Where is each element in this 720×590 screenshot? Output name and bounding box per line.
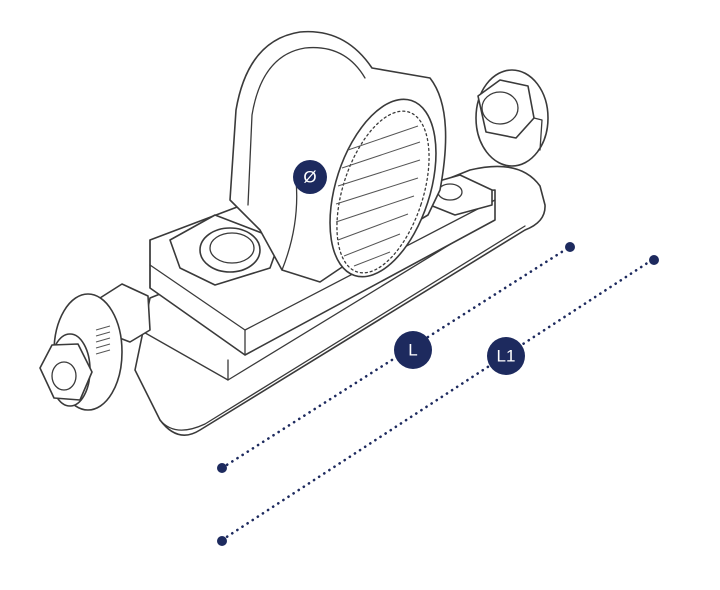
dimension-l1-start-dot — [217, 536, 227, 546]
dimension-l-end-dot — [565, 242, 575, 252]
dimension-line-l — [217, 242, 575, 473]
diameter-callout: Ø — [293, 160, 327, 194]
length-total-callout: L1 — [487, 337, 525, 375]
right-nut — [475, 69, 549, 167]
rubber-liner-ribs — [335, 125, 421, 267]
left-bolt-assembly — [39, 283, 151, 411]
clamp-saddle — [229, 30, 447, 283]
dimension-line-l1 — [217, 255, 659, 546]
dimension-l1-end-dot — [649, 255, 659, 265]
length-callout-label: L — [408, 341, 417, 360]
length-callout: L — [394, 331, 432, 369]
length-total-callout-label: L1 — [497, 347, 516, 366]
dimension-l-start-dot — [217, 463, 227, 473]
diameter-callout-label: Ø — [303, 168, 316, 187]
left-bolt-pocket — [169, 214, 281, 286]
